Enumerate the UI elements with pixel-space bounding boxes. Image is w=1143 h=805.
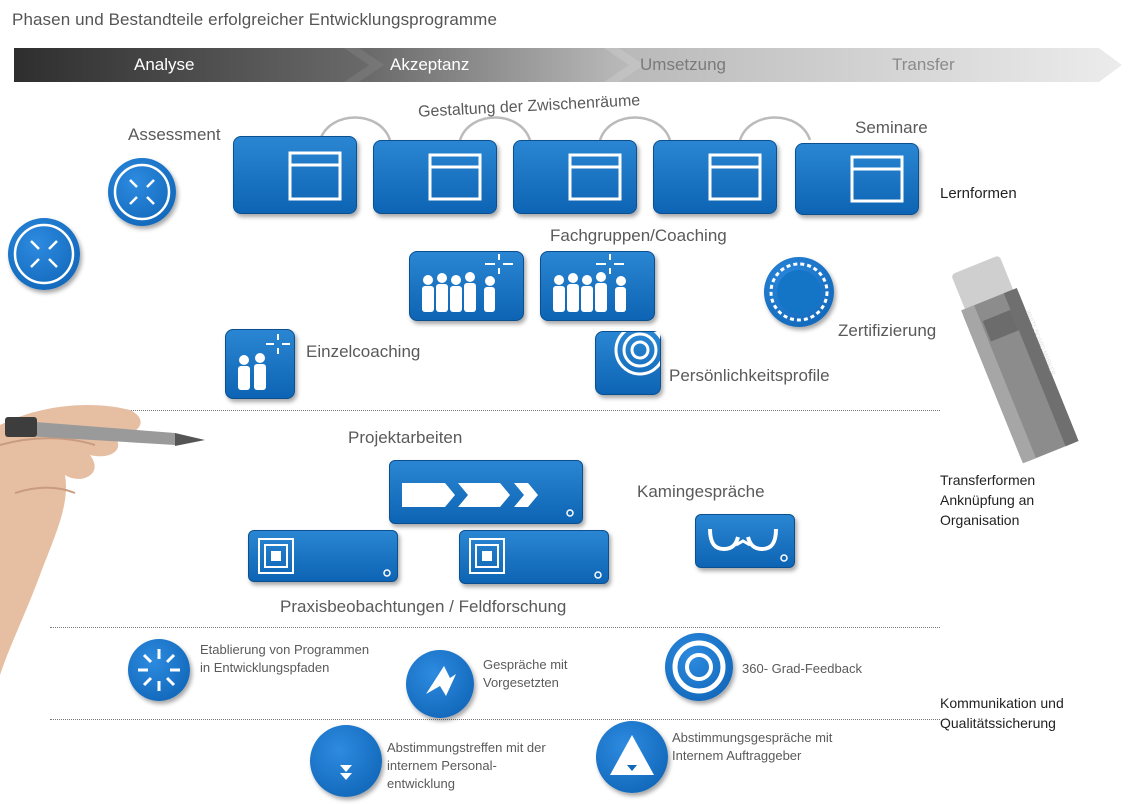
phase-arrow [14,48,1122,82]
assessment-secondary-icon [8,218,80,290]
phase-akzeptanz: Akzeptanz [390,55,470,74]
label-gespraeche: Gespräche mit Vorgesetzten [483,656,568,692]
certificate-seal-icon [764,257,834,327]
label-line: internem Personal- [387,758,497,773]
side-label-line: Organisation [940,512,1020,528]
label-etablierung: Etablierung von Programmen in Entwicklun… [200,641,369,677]
group-coaching-tile [409,251,524,321]
label-abstimmungstreffen: Abstimmungstreffen mit der internem Pers… [387,739,546,793]
field-research-tile [248,530,398,582]
label-einzelcoaching: Einzelcoaching [306,342,421,361]
label-praxisbeobachtungen: Praxisbeobachtungen / Feldforschung [280,597,567,616]
supervisor-talk-icon [406,650,474,718]
divider [50,719,940,720]
label-line: Internem Auftraggeber [672,748,802,763]
seminar-tile [653,140,777,214]
individual-coaching-tile [225,329,295,399]
label-line: Etablierung von Programmen [200,642,370,657]
side-label-line: Qualitätssicherung [940,715,1056,731]
label-line: Abstimmungsgespräche mit [672,730,833,745]
seminar-tile [233,136,357,214]
hand-with-pen-image [0,405,205,675]
side-label-kommunikation: Kommunikation und Qualitätssicherung [940,693,1064,733]
feedback-360-icon [665,633,733,701]
seminar-connectors [318,116,812,141]
assessment-icon [108,158,176,226]
divider [50,627,940,628]
project-work-tile [389,460,583,524]
label-fachgruppen: Fachgruppen/Coaching [550,226,727,245]
side-label-lernformen: Lernformen [940,185,1017,202]
phase-transfer: Transfer [892,55,955,74]
divider [50,410,940,411]
label-feedback: 360- Grad-Feedback [742,661,862,676]
diagram-title: Phasen und Bestandteile erfolgreicher En… [12,10,497,29]
phase-umsetzung: Umsetzung [640,55,726,74]
highlighter-marker-image [952,256,1079,464]
label-line: in Entwicklungspfaden [200,660,330,675]
sunburst-icon [128,639,190,701]
side-label-line: Transferformen [940,472,1036,488]
label-kamingespraeche: Kamingespräche [637,482,765,501]
label-zertifizierung: Zertifizierung [838,321,937,340]
side-label-transferformen: Transferformen Anknüpfung an Organisatio… [940,470,1035,530]
hr-meeting-icon [310,725,382,797]
side-label-line: Kommunikation und [940,695,1064,711]
label-line: entwicklung [387,776,455,791]
side-label-line: Anknüpfung an [940,492,1035,508]
seminar-tile [513,140,637,214]
label-projektarbeiten: Projektarbeiten [348,428,463,447]
fireside-chat-tile [695,514,795,568]
seminar-tile [795,143,919,215]
label-line: Vorgesetzten [483,675,559,690]
field-research-tile [459,530,609,584]
client-meeting-icon [596,721,668,793]
personality-profile-tile [595,331,661,395]
label-assessment: Assessment [128,125,221,144]
label-line: Abstimmungstreffen mit der [387,740,546,755]
phase-analyse: Analyse [134,55,195,74]
label-line: Gespräche mit [483,657,568,672]
group-coaching-tile [540,251,655,321]
label-seminare: Seminare [855,118,928,137]
seminar-tile [373,140,497,214]
label-persoenlichkeitsprofile: Persönlichkeitsprofile [669,366,830,385]
label-abstimmungsgespraeche: Abstimmungsgespräche mit Internem Auftra… [672,729,832,765]
